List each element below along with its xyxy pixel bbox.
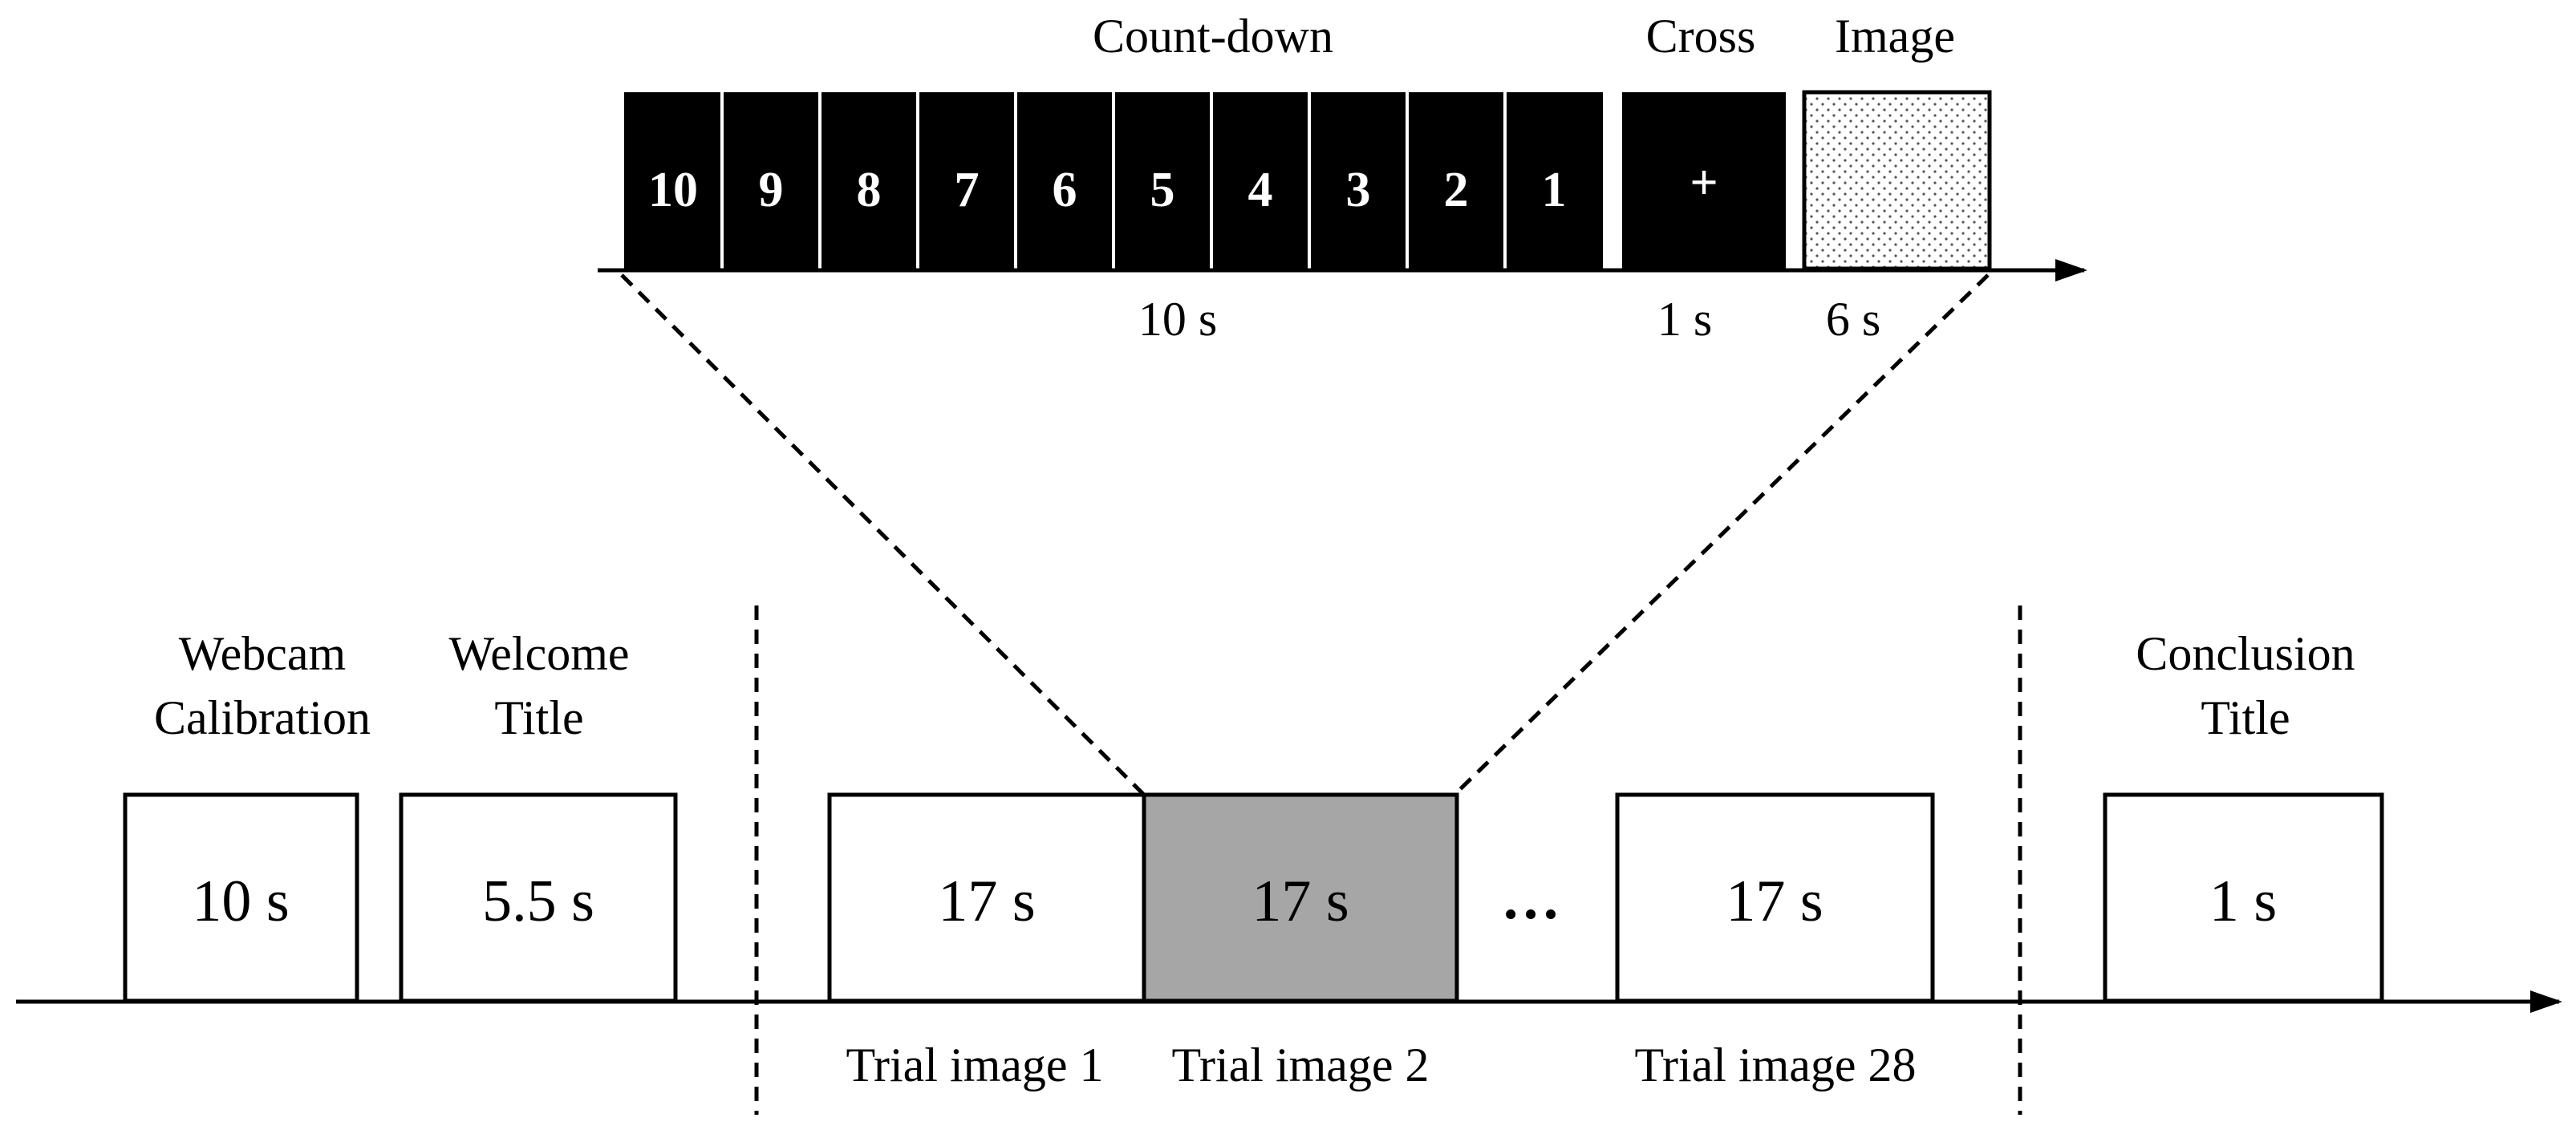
countdown-cells: 10 9 8 7 6 5 4 3 2 1	[624, 92, 1603, 269]
countdown-number: 2	[1444, 163, 1469, 217]
trial-2-label: Trial image 2	[1171, 1039, 1429, 1091]
webcam-title-line2: Calibration	[154, 691, 371, 744]
webcam-duration: 10 s	[192, 869, 289, 934]
trial-28-duration: 17 s	[1726, 869, 1823, 934]
countdown-number: 10	[648, 163, 698, 217]
conclusion-title-line1: Conclusion	[2136, 627, 2355, 680]
countdown-number: 4	[1248, 163, 1273, 217]
image-duration: 6 s	[1826, 293, 1880, 346]
image-box	[1802, 90, 1992, 271]
countdown-number: 3	[1346, 163, 1371, 217]
zoom-line-right	[1454, 273, 1990, 796]
trial-1-label: Trial image 1	[846, 1039, 1103, 1091]
welcome-title-line2: Title	[494, 691, 583, 744]
cross-symbol: +	[1690, 156, 1718, 210]
countdown-title: Count-down	[1093, 10, 1333, 63]
welcome-duration: 5.5 s	[482, 869, 594, 934]
countdown-number: 5	[1150, 163, 1175, 217]
zoom-line-left	[620, 273, 1145, 796]
conclusion-box	[2103, 792, 2384, 1003]
image-title: Image	[1835, 10, 1955, 63]
trial-28-label: Trial image 28	[1634, 1039, 1916, 1091]
cross-title: Cross	[1646, 10, 1756, 63]
trial-2-box	[1142, 792, 1459, 1003]
conclusion-duration: 1 s	[2209, 869, 2277, 934]
cross-box	[1622, 92, 1786, 269]
welcome-title-line1: Welcome	[448, 627, 629, 680]
trial-2-duration: 17 s	[1251, 869, 1349, 934]
countdown-number: 9	[759, 163, 784, 217]
countdown-duration: 10 s	[1138, 293, 1217, 346]
trial-1-duration: 17 s	[938, 869, 1035, 934]
webcam-title-line1: Webcam	[179, 627, 346, 680]
conclusion-title-line2: Title	[2201, 691, 2290, 744]
cross-duration: 1 s	[1657, 293, 1712, 346]
countdown-number: 7	[955, 163, 980, 217]
countdown-number: 6	[1053, 163, 1077, 217]
ellipsis: …	[1501, 866, 1560, 932]
countdown-number: 8	[857, 163, 882, 217]
trial-28-box	[1615, 792, 1935, 1003]
countdown-number: 1	[1542, 163, 1567, 217]
